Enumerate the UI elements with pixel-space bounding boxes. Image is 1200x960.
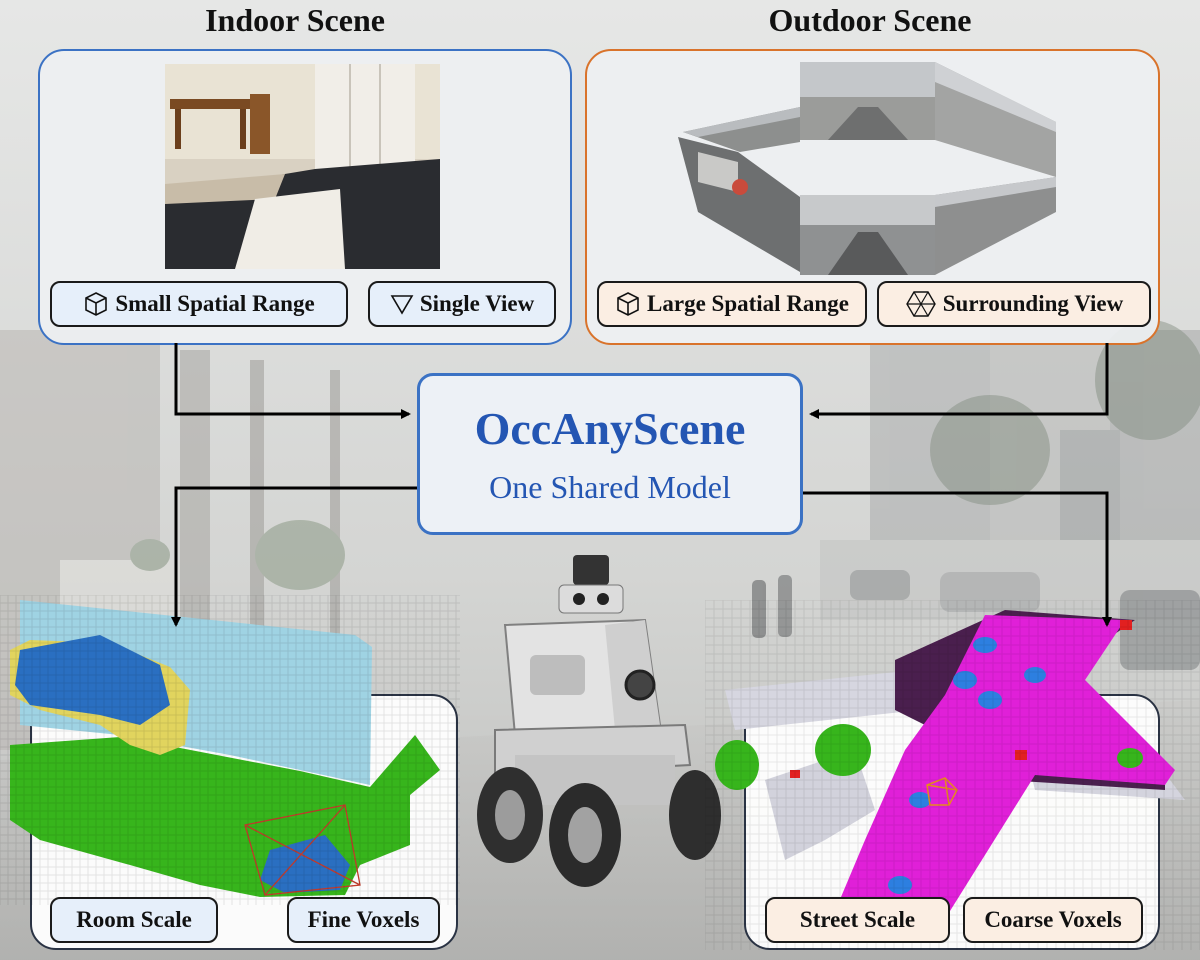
room-scale-label: Room Scale [76, 907, 192, 932]
surrounding-view-label: Surrounding View [942, 291, 1124, 316]
indoor-voxel-reconstruction [0, 595, 460, 905]
indoor-heading: Indoor Scene [205, 2, 385, 38]
street-trees [930, 320, 1200, 505]
small-spatial-range-chip: Small Spatial Range [50, 281, 348, 327]
cube-icon [617, 292, 639, 316]
model-subtitle: One Shared Model [489, 469, 731, 505]
model-name: OccAnyScene [474, 403, 746, 454]
hexagon-view-icon [905, 291, 936, 317]
triangle-icon [390, 295, 414, 315]
cube-icon [85, 292, 108, 316]
surrounding-view-chip: Surrounding View [877, 281, 1151, 327]
small-spatial-range-label: Small Spatial Range [115, 291, 315, 316]
large-spatial-range-chip: Large Spatial Range [597, 281, 867, 327]
single-view-label: Single View [419, 291, 535, 316]
robot-illustration [477, 555, 721, 887]
fine-voxels-chip: Fine Voxels [287, 897, 440, 943]
street-scale-chip: Street Scale [765, 897, 950, 943]
fine-voxels-label: Fine Voxels [307, 907, 420, 932]
room-scale-chip: Room Scale [50, 897, 218, 943]
large-spatial-range-label: Large Spatial Range [647, 291, 849, 316]
indoor-photo [165, 64, 440, 269]
single-view-chip: Single View [368, 281, 556, 327]
coarse-voxels-chip: Coarse Voxels [963, 897, 1143, 943]
street-scale-label: Street Scale [799, 907, 916, 932]
coarse-voxels-label: Coarse Voxels [984, 907, 1122, 932]
surround-view-photos [678, 62, 1056, 275]
model-box: OccAnyScene One Shared Model [417, 373, 803, 535]
outdoor-heading: Outdoor Scene [768, 2, 972, 38]
outdoor-voxel-reconstruction [705, 600, 1200, 950]
